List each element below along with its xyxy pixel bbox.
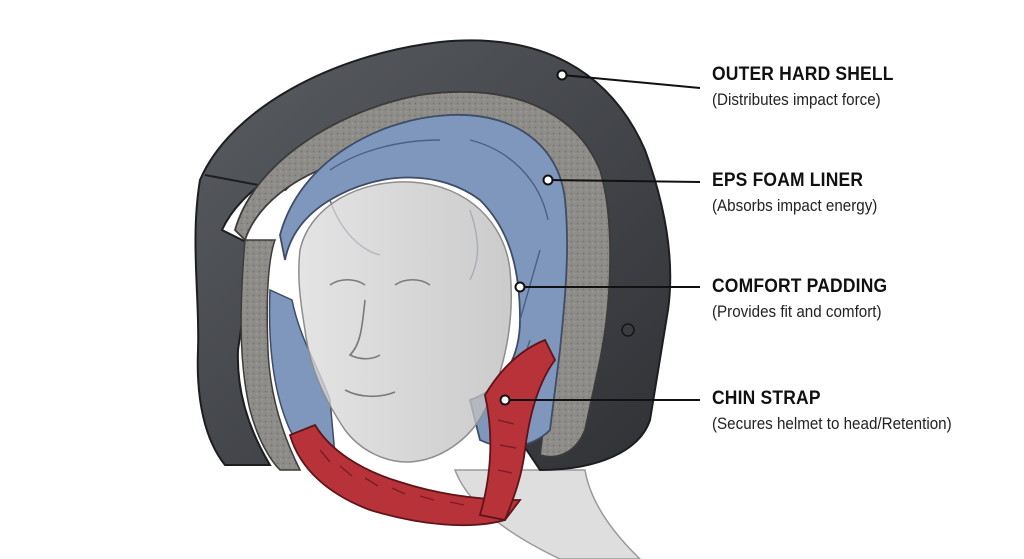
- label-description: (Absorbs impact energy): [712, 197, 878, 215]
- label-title: CHIN STRAP: [712, 388, 821, 409]
- label-description: (Provides fit and comfort): [712, 303, 882, 321]
- leader-lines: [505, 74, 701, 401]
- chin-strap-shape: [288, 423, 522, 527]
- head-face-shape: [298, 181, 513, 463]
- label-title: EPS FOAM LINER: [712, 170, 864, 191]
- label-description: (Distributes impact force): [712, 91, 881, 109]
- label-title: COMFORT PADDING: [712, 276, 888, 297]
- eps-foam-lower: [240, 239, 302, 471]
- shell-rivet: [621, 323, 635, 337]
- label-comfort-padding: COMFORT PADDING (Provides fit and comfor…: [712, 276, 903, 322]
- face-features: [329, 278, 431, 398]
- chin-strap-weave: [319, 419, 517, 506]
- label-description: (Secures helmet to head/Retention): [712, 415, 952, 433]
- label-outer-hard-shell: OUTER HARD SHELL (Distributes impact for…: [712, 64, 909, 110]
- label-chin-strap: CHIN STRAP (Secures helmet to head/Reten…: [712, 388, 972, 434]
- leader-dots: [499, 69, 568, 406]
- label-eps-foam-liner: EPS FOAM LINER (Absorbs impact energy): [712, 170, 892, 216]
- chin-strap-side: [478, 338, 557, 522]
- label-title: OUTER HARD SHELL: [712, 64, 894, 85]
